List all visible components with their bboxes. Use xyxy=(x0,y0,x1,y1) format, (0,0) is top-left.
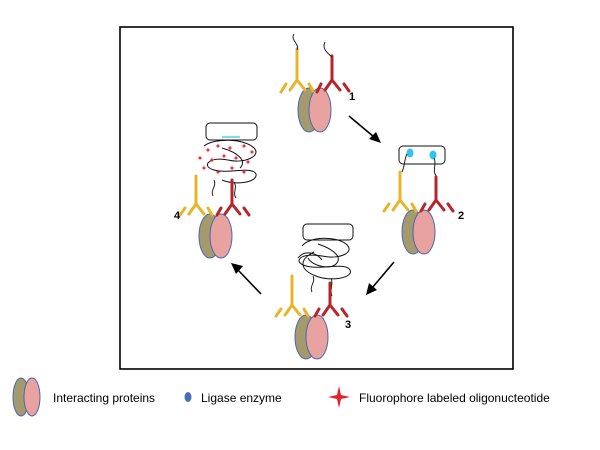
protein-right xyxy=(308,87,332,133)
ligase-dot-right xyxy=(429,150,437,160)
step-4-complex xyxy=(178,122,258,259)
fluorophore-star-icon xyxy=(229,165,235,171)
protein-right xyxy=(305,314,329,360)
legend-proteins-label: Interacting proteins xyxy=(53,391,155,405)
antibody-yellow xyxy=(279,47,315,94)
fluorophore-star-icon xyxy=(241,143,247,149)
fluorophore-star-icon xyxy=(233,155,239,161)
antibody-red xyxy=(313,281,349,318)
circle-template xyxy=(398,145,446,165)
circle-template xyxy=(302,223,354,241)
fluorophore-star-icon xyxy=(209,157,215,163)
legend-ligase-label: Ligase enzyme xyxy=(201,391,282,405)
fluorophore-star-icon xyxy=(245,159,251,165)
fluorophore-star-icon xyxy=(249,149,255,155)
fluorophore-star-icon xyxy=(201,165,207,171)
fluorophore-star-icon xyxy=(205,147,211,153)
fluorophore-star-icon xyxy=(197,155,203,161)
step-label-4: 4 xyxy=(174,210,181,222)
ligase-dot-left xyxy=(406,148,414,158)
rca-product xyxy=(203,139,257,184)
fluorophore-probes xyxy=(197,143,255,175)
legend-ligase-icon xyxy=(184,392,192,402)
antibody-yellow xyxy=(382,170,418,213)
fluorophore-star-icon xyxy=(227,145,233,151)
fluorophore-star-icon xyxy=(215,169,221,175)
antibody-red xyxy=(215,178,251,217)
step-1-complex xyxy=(279,33,351,133)
arrow-step2-to-step3 xyxy=(366,261,395,295)
step-label-2: 2 xyxy=(458,210,464,222)
arrow-step3-to-step4 xyxy=(231,263,262,295)
step-3-complex xyxy=(274,223,354,360)
step-label-3: 3 xyxy=(345,319,351,331)
protein-right xyxy=(412,209,436,255)
step-2-complex xyxy=(382,145,455,255)
antibody-red xyxy=(315,54,351,94)
protein-right xyxy=(209,213,233,259)
fluorophore-star-icon xyxy=(241,169,247,175)
step-label-1: 1 xyxy=(349,91,355,103)
antibody-yellow xyxy=(274,274,310,318)
legend-fluorophore-icon xyxy=(328,386,350,408)
legend-fluorophore-label: Fluorophore labeled oligonucteotide xyxy=(359,391,550,405)
rca-product xyxy=(297,237,351,280)
arrow-step1-to-step2 xyxy=(348,115,381,143)
antibody-yellow xyxy=(178,174,214,217)
legend-protein-right-icon xyxy=(23,377,41,417)
legend: Interacting proteins Ligase enzyme Fluor… xyxy=(12,377,550,417)
fluorophore-star-icon xyxy=(221,153,227,159)
fluorophore-star-icon xyxy=(215,143,221,149)
antibody-red xyxy=(419,175,455,213)
